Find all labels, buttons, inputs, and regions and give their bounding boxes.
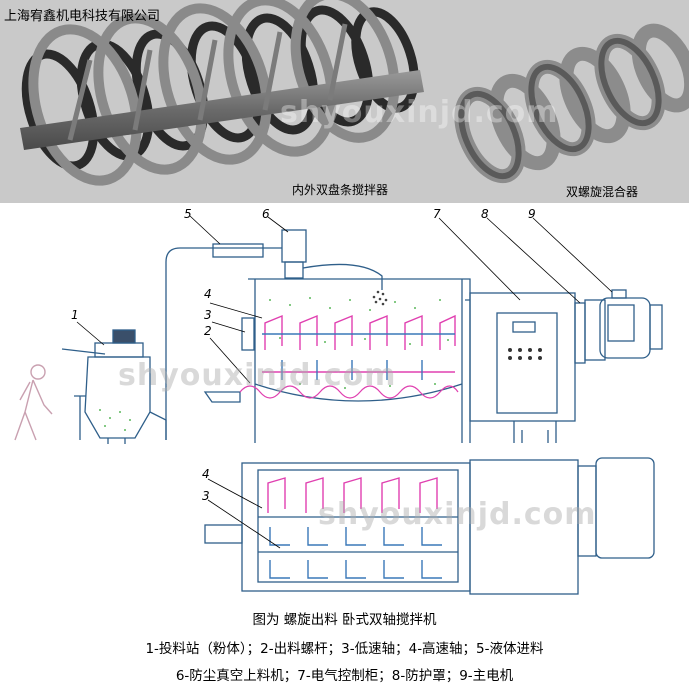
feeding-station — [61, 329, 167, 444]
agitator-renderings — [20, 0, 689, 186]
callout-2: 2 — [204, 324, 212, 338]
vacuum-loader — [165, 229, 383, 440]
mixer-tank-plan — [204, 457, 655, 595]
watermark-plan: shyouxinjd.com — [318, 497, 597, 532]
company-name: 上海宥鑫机电科技有限公司 — [4, 9, 161, 24]
figure-title: 图为 螺旋出料 卧式双轴搅拌机 — [252, 612, 437, 628]
callout-1: 1 — [71, 308, 79, 322]
callout-5: 5 — [184, 207, 192, 221]
ribbon-agitator-caption: 内外双盘条搅拌器 — [292, 183, 389, 197]
ribbon-agitator-image — [20, 0, 424, 186]
callout-6: 6 — [262, 207, 270, 221]
watermark-top: shyouxinjd.com — [280, 95, 559, 130]
callout-7: 7 — [433, 207, 441, 221]
liquid-spray-nozzle — [372, 290, 388, 306]
callout-9: 9 — [528, 207, 536, 221]
callout-8: 8 — [481, 207, 489, 221]
callout-3: 3 — [204, 308, 212, 322]
callout-leaders — [76, 215, 613, 549]
plan-callout-3: 3 — [202, 489, 210, 503]
powder-fill — [99, 297, 449, 431]
callout-4: 4 — [204, 287, 212, 301]
watermark-elevation: shyouxinjd.com — [118, 358, 397, 393]
mixer-drawing — [14, 215, 663, 595]
legend-line-1: 1-投料站（粉体）；2-出料螺杆；3-低速轴；4-高速轴；5-液体进料 — [145, 641, 544, 657]
low-speed-paddles — [262, 333, 455, 579]
guard-and-motor — [574, 289, 663, 364]
double-helix-image — [454, 23, 689, 184]
cabinet-switches — [508, 348, 542, 360]
high-speed-paddles — [262, 314, 456, 513]
product-photos: 上海宥鑫机电科技有限公司 shyouxinjd.com 内外双盘条搅拌器 双螺旋… — [0, 0, 689, 203]
legend-line-2: 6-防尘真空上料机；7-电气控制柜；8-防护罩；9-主电机 — [175, 668, 514, 684]
plan-callout-4: 4 — [202, 467, 210, 481]
control-cabinet — [469, 292, 576, 443]
double-helix-caption: 双螺旋混合器 — [566, 185, 639, 199]
discharge-screw — [239, 385, 459, 399]
operator-figure — [14, 364, 53, 441]
